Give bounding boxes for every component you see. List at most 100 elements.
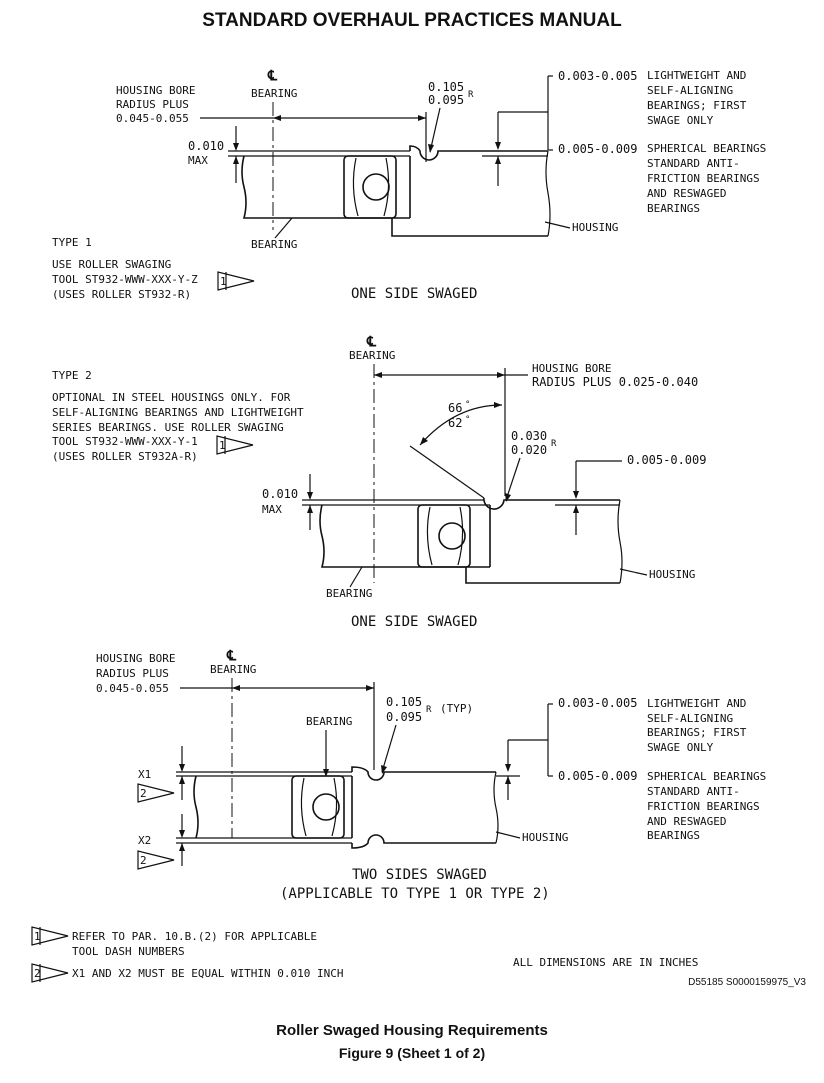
d2-bore-line2: RADIUS PLUS 0.025-0.040 — [532, 375, 698, 389]
d1-flag-number: 1 — [220, 275, 227, 288]
d2-radius-unit: R — [551, 439, 557, 449]
d2-bearing-ball — [438, 522, 466, 550]
d2-dim-arrowhead-up — [573, 491, 579, 499]
d2-max-label: MAX — [262, 503, 282, 516]
d3-radius-bottom: 0.095 — [386, 710, 422, 724]
d2-max-value: 0.010 — [262, 487, 298, 501]
d1-bore-line1: HOUSING BORE — [116, 84, 195, 97]
d2-housing-label: HOUSING — [649, 568, 695, 581]
d1-flag-triangle — [217, 271, 255, 291]
d1-note-b5: BEARINGS — [647, 202, 700, 215]
d1-note-b2: STANDARD ANTI- — [647, 157, 740, 170]
figure-number: Figure 9 (Sheet 1 of 2) — [338, 1045, 486, 1061]
d3-note-b5: BEARINGS — [647, 829, 700, 842]
d2-bore-line1: HOUSING BORE — [532, 362, 611, 375]
d3-radius-unit: R — [426, 705, 432, 715]
d1-bore-line2: RADIUS PLUS — [116, 98, 189, 111]
d1-bearing-cage-right — [383, 157, 390, 217]
d2-type-label: TYPE 2 — [52, 369, 92, 382]
d1-radius-unit: R — [468, 90, 474, 100]
d3-dim-a: 0.003-0.005 — [558, 696, 637, 710]
d2-angle-arrow-left — [420, 437, 428, 445]
d1-centerline-symbol: ℄ — [267, 68, 278, 84]
d1-housing-leader — [544, 221, 571, 229]
note2-line1: X1 AND X2 MUST BE EQUAL WITHIN 0.010 INC… — [72, 967, 344, 980]
d1-bore-line3: 0.045-0.055 — [116, 112, 189, 125]
d1-bore-arrow-right — [418, 115, 426, 121]
d2-centerline-label: BEARING — [349, 349, 395, 362]
page-title: STANDARD OVERHAUL PRACTICES MANUAL — [202, 10, 622, 31]
d3-caption-2: (APPLICABLE TO TYPE 1 OR TYPE 2) — [280, 886, 550, 902]
d2-radius-top: 0.030 — [511, 429, 547, 443]
d1-dim-arrowhead-down — [495, 156, 501, 164]
d2-radius-leader — [505, 457, 521, 501]
d3-bearing-race — [291, 775, 345, 839]
d1-bearing-race — [343, 155, 397, 219]
d1-note-b4: AND RESWAGED — [647, 187, 726, 200]
d3-bore-arrow-left — [232, 685, 240, 691]
note2-flag — [31, 963, 69, 983]
d1-note-a2: SELF-ALIGNING — [647, 84, 733, 97]
d1-tool-line1: USE ROLLER SWAGING — [52, 258, 171, 271]
d2-bearing-cage-left — [426, 506, 433, 566]
d1-dim-a: 0.003-0.005 — [558, 69, 637, 83]
d1-note-a3: BEARINGS; FIRST — [647, 99, 747, 112]
d3-note-a1: LIGHTWEIGHT AND — [647, 697, 746, 710]
d1-housing-top — [409, 145, 548, 161]
note1-flag-number: 1 — [34, 930, 41, 943]
d3-bearing-break — [193, 775, 199, 839]
d2-max-arrow-top — [307, 492, 313, 500]
units-note: ALL DIMENSIONS ARE IN INCHES — [513, 956, 698, 969]
d3-x2-label: X2 — [138, 834, 151, 847]
d3-note-a2: SELF-ALIGNING — [647, 712, 733, 725]
d2-angle-a-deg: ° — [465, 400, 470, 410]
d3-bore-line3: 0.045-0.055 — [96, 682, 169, 695]
d1-max-arrow-bottom — [233, 156, 239, 164]
drawing-code: D55185 S0000159975_V3 — [688, 977, 806, 988]
d3-radius-typ: (TYP) — [440, 702, 473, 715]
note1-line2: TOOL DASH NUMBERS — [72, 945, 185, 958]
d3-x2-arrow-bottom — [179, 843, 185, 851]
d3-x1-flag — [137, 783, 175, 803]
d3-bearing-cage-left — [300, 777, 307, 837]
d1-dim-arrowhead-up — [495, 142, 501, 150]
d3-x1-label: X1 — [138, 768, 151, 781]
d3-x1-arrow-bottom — [179, 776, 185, 784]
d3-note-a4: SWAGE ONLY — [647, 741, 714, 754]
d2-bearing-leader — [349, 566, 363, 588]
d1-note-b1: SPHERICAL BEARINGS — [647, 142, 766, 155]
d1-radius-bottom: 0.095 — [428, 93, 464, 107]
d1-bearing-ball — [362, 173, 390, 201]
d1-note-a4: SWAGE ONLY — [647, 114, 714, 127]
d1-tool-line3: (USES ROLLER ST932-R) — [52, 288, 191, 301]
d2-note1: OPTIONAL IN STEEL HOUSINGS ONLY. FOR — [52, 391, 291, 404]
d1-type-label: TYPE 1 — [52, 236, 92, 249]
d3-caption-1: TWO SIDES SWAGED — [352, 867, 487, 883]
d1-bearing-label: BEARING — [251, 238, 297, 251]
d2-dim-arrowhead-down — [573, 505, 579, 513]
d3-x2-flag — [137, 850, 175, 870]
d1-centerline-label: BEARING — [251, 87, 297, 100]
d3-x2-flag-number: 2 — [140, 854, 147, 867]
d1-max-arrow-top — [233, 143, 239, 151]
d3-note-b4: AND RESWAGED — [647, 815, 726, 828]
d3-housing-bottom — [351, 834, 496, 849]
d1-note-a1: LIGHTWEIGHT AND — [647, 69, 746, 82]
d1-bore-arrow-left — [273, 115, 281, 121]
d1-bearing-leader — [274, 217, 293, 239]
d3-centerline-symbol: ℄ — [226, 648, 237, 664]
note2-flag-number: 2 — [34, 967, 41, 980]
d3-radius-top: 0.105 — [386, 695, 422, 709]
d2-dim: 0.005-0.009 — [627, 453, 706, 467]
d1-radius-arrow — [428, 144, 434, 153]
d3-bearing-arrowhead — [323, 769, 329, 777]
d3-bearing-cage-right — [331, 777, 338, 837]
d1-housing-bottom — [391, 218, 548, 237]
d1-note-b3: FRICTION BEARINGS — [647, 172, 760, 185]
d1-radius-top: 0.105 — [428, 80, 464, 94]
d2-flag-triangle — [216, 435, 254, 455]
d3-note-a3: BEARINGS; FIRST — [647, 726, 747, 739]
d3-x1-arrow-top — [179, 764, 185, 772]
